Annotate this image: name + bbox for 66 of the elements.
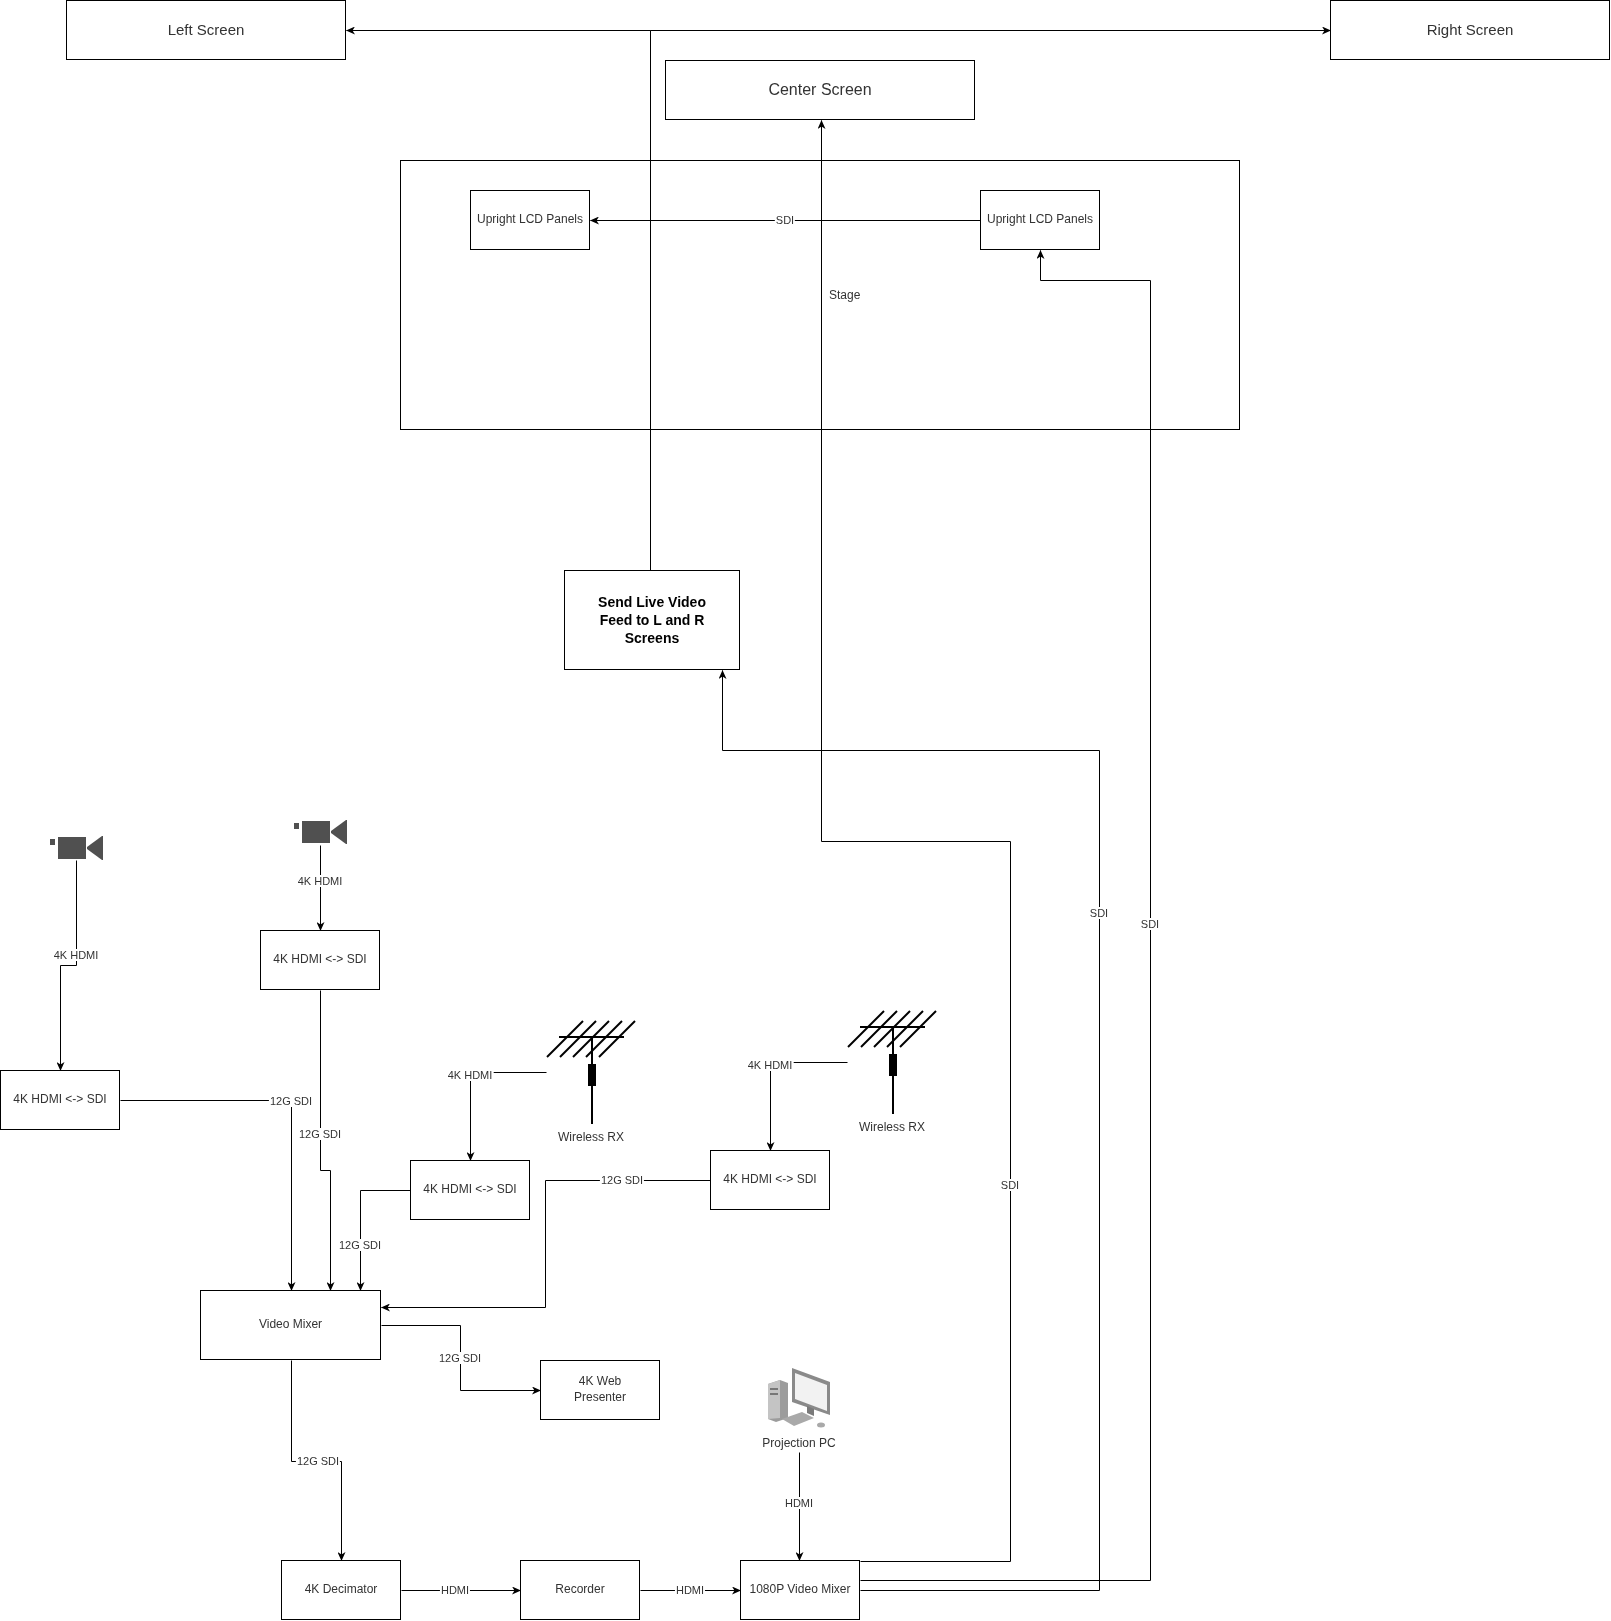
edge-label: SDI xyxy=(999,1179,1021,1191)
video-camera-icon xyxy=(294,820,347,844)
device-box xyxy=(200,1290,381,1360)
edge-label: 12G SDI xyxy=(297,1128,343,1140)
device-label: Recorder xyxy=(555,1582,605,1598)
task-box xyxy=(564,570,740,670)
device-caption: Wireless RX xyxy=(859,1120,925,1134)
screen-box xyxy=(66,0,346,60)
display-box xyxy=(980,190,1100,250)
device-box xyxy=(740,1560,860,1620)
connector-arrow xyxy=(316,845,325,931)
device-caption: Wireless RX xyxy=(558,1130,624,1144)
device-label: 1080P Video Mixer xyxy=(749,1582,851,1598)
device-box xyxy=(0,1070,120,1130)
screen-label: Center Screen xyxy=(768,79,872,100)
screen-label: Right Screen xyxy=(1426,20,1514,40)
screen-box xyxy=(1330,0,1610,60)
connector-arrow xyxy=(56,860,77,1071)
connector-arrow xyxy=(590,216,981,225)
task-label: Send Live Video Feed to L and R Screens xyxy=(597,592,707,648)
edge-label: HDMI xyxy=(783,1497,815,1509)
connector-arrow xyxy=(795,1452,804,1561)
connector-arrow xyxy=(718,670,1100,1591)
display-box xyxy=(470,190,590,250)
edge-label: 12G SDI xyxy=(337,1239,383,1251)
connector-arrow xyxy=(120,1100,296,1291)
display-label: Upright LCD Panels xyxy=(476,212,584,228)
connector-arrow xyxy=(817,120,1011,1562)
connector-arrow xyxy=(860,250,1151,1581)
edge-label: HDMI xyxy=(439,1584,471,1596)
device-label: 4K Web Presenter xyxy=(573,1374,627,1406)
edge-label: HDMI xyxy=(674,1584,706,1596)
stage-area xyxy=(400,160,1240,430)
edge-label: 4K HDMI xyxy=(746,1059,794,1071)
device-box xyxy=(710,1150,830,1210)
device-box xyxy=(540,1360,660,1420)
edge-label: 12G SDI xyxy=(268,1095,314,1107)
video-camera-icon xyxy=(50,836,103,860)
edge-label: 12G SDI xyxy=(437,1352,483,1364)
edge-label: 4K HDMI xyxy=(296,875,344,887)
device-box xyxy=(410,1160,530,1220)
device-label: 4K HDMI <-> SDI xyxy=(273,952,367,968)
connector-arrow xyxy=(356,1190,411,1291)
device-label: 4K HDMI <-> SDI xyxy=(13,1092,107,1108)
connector-arrow xyxy=(381,1180,711,1312)
device-label: 4K HDMI <-> SDI xyxy=(423,1182,517,1198)
edge-label: 4K HDMI xyxy=(52,949,100,961)
edge-label: 12G SDI xyxy=(295,1455,341,1467)
screen-box xyxy=(665,60,975,120)
device-caption: Projection PC xyxy=(762,1436,836,1450)
screen-label: Left Screen xyxy=(167,20,245,40)
device-label: 4K Decimator xyxy=(304,1582,378,1598)
edge-label: SDI xyxy=(1088,907,1110,919)
display-label: Upright LCD Panels xyxy=(986,212,1094,228)
edge-label: SDI xyxy=(774,214,796,226)
device-label: Video Mixer xyxy=(258,1317,323,1333)
stage-label: Stage xyxy=(829,288,861,303)
device-box xyxy=(260,930,380,990)
connector-arrow xyxy=(381,1325,541,1395)
edge-label: SDI xyxy=(1139,918,1161,930)
connector-arrow xyxy=(320,990,335,1291)
edge-label: 4K HDMI xyxy=(446,1069,494,1081)
device-label: 4K HDMI <-> SDI xyxy=(723,1172,817,1188)
device-box xyxy=(281,1560,401,1620)
device-box xyxy=(520,1560,640,1620)
edge-label: 12G SDI xyxy=(599,1174,645,1186)
